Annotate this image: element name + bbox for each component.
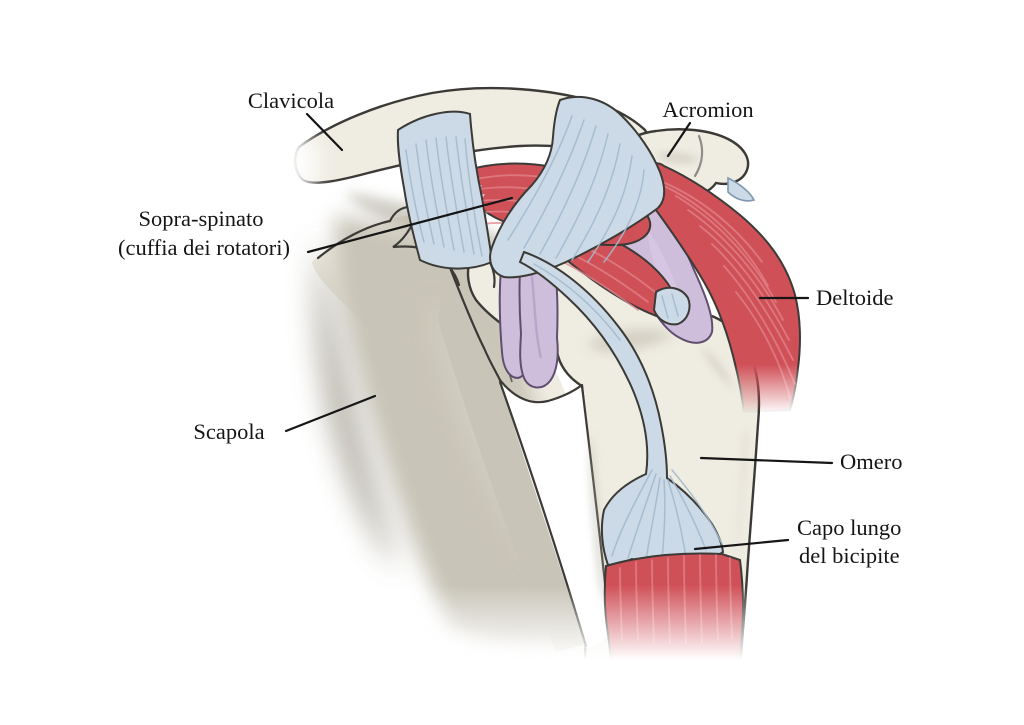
leader-line-sopraspinato xyxy=(306,196,514,254)
deltoid-muscle xyxy=(640,162,801,414)
biceps-muscle xyxy=(603,552,745,669)
anatomy-group xyxy=(264,86,801,676)
label-deltoide: Deltoide xyxy=(816,285,893,310)
leader-line-omero xyxy=(699,456,834,465)
label-omero: Omero xyxy=(840,449,902,474)
leader-line-scapola xyxy=(284,394,377,433)
clavicle-tip-soft-fade xyxy=(264,128,318,200)
biceps-tendon-fibers xyxy=(533,263,723,561)
scapula-humerus-gap xyxy=(500,382,612,648)
acromion-under-ligament xyxy=(727,176,756,202)
deltoid-fibers xyxy=(657,179,796,399)
label-sopraspinato-line2: (cuffia dei rotatori) xyxy=(118,235,290,260)
leader-line-capolungo xyxy=(693,538,790,551)
infraspinatus-tendon-tip xyxy=(652,286,691,326)
label-sopraspinato-line1: Sopra-spinato xyxy=(139,206,264,231)
leader-line-acromion xyxy=(666,121,692,158)
label-clavicola: Clavicola xyxy=(248,88,334,113)
leader-line-clavicola xyxy=(305,112,344,152)
label-capolungo-line1: Capo lungo xyxy=(797,515,901,540)
coracoclavicular-ligament xyxy=(396,110,494,270)
annotations: Clavicola Acromion Sopra-spinato (cuffia… xyxy=(118,88,902,568)
coracoacromial-ligament xyxy=(489,95,756,279)
label-acromion: Acromion xyxy=(662,97,753,122)
acromion-lobe-divider xyxy=(693,134,704,178)
label-capolungo-line2: del bicipite xyxy=(799,543,900,568)
label-scapola: Scapola xyxy=(193,419,264,444)
biceps-muscle-fibers xyxy=(619,554,733,645)
bone-shading xyxy=(585,152,747,605)
biceps-long-head xyxy=(518,250,745,669)
